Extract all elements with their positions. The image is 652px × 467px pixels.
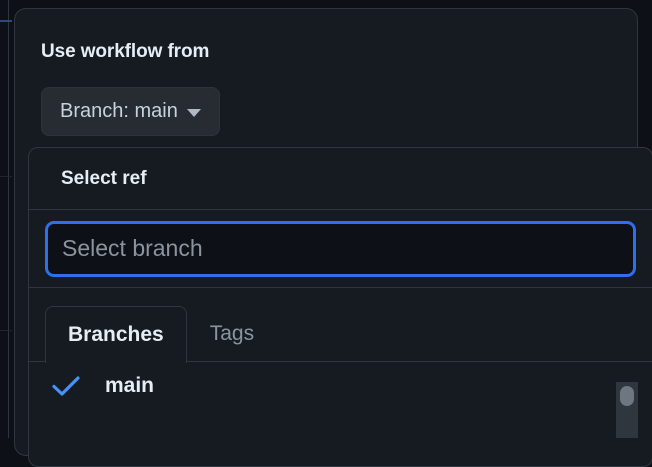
backdrop-rule-2 (0, 330, 12, 331)
search-input[interactable] (45, 221, 636, 277)
select-ref-title: Select ref (61, 168, 147, 190)
branch-selector-label: Branch: main (60, 100, 178, 123)
list-item[interactable]: main (29, 362, 652, 410)
ref-list: main (29, 362, 652, 410)
tab-tags[interactable]: Tags (187, 305, 277, 362)
backdrop-column-divider (8, 0, 9, 438)
select-ref-header: Select ref (29, 148, 652, 210)
list-item-label: main (105, 374, 154, 398)
ref-list-scrollbar-thumb[interactable] (620, 386, 634, 406)
ref-list-scrollbar[interactable] (616, 382, 638, 438)
branch-selector-button[interactable]: Branch: main (41, 87, 220, 136)
select-ref-search-row (29, 210, 652, 288)
backdrop-rule-1 (0, 176, 12, 177)
check-icon (51, 374, 81, 398)
select-ref-panel: Select ref Branches Tags main (28, 147, 652, 467)
chevron-down-icon (187, 109, 201, 117)
tab-branches[interactable]: Branches (45, 306, 187, 363)
page-title: Use workflow from (41, 41, 209, 63)
backdrop-rule-accent (0, 20, 12, 22)
ref-tabs: Branches Tags (29, 288, 652, 362)
